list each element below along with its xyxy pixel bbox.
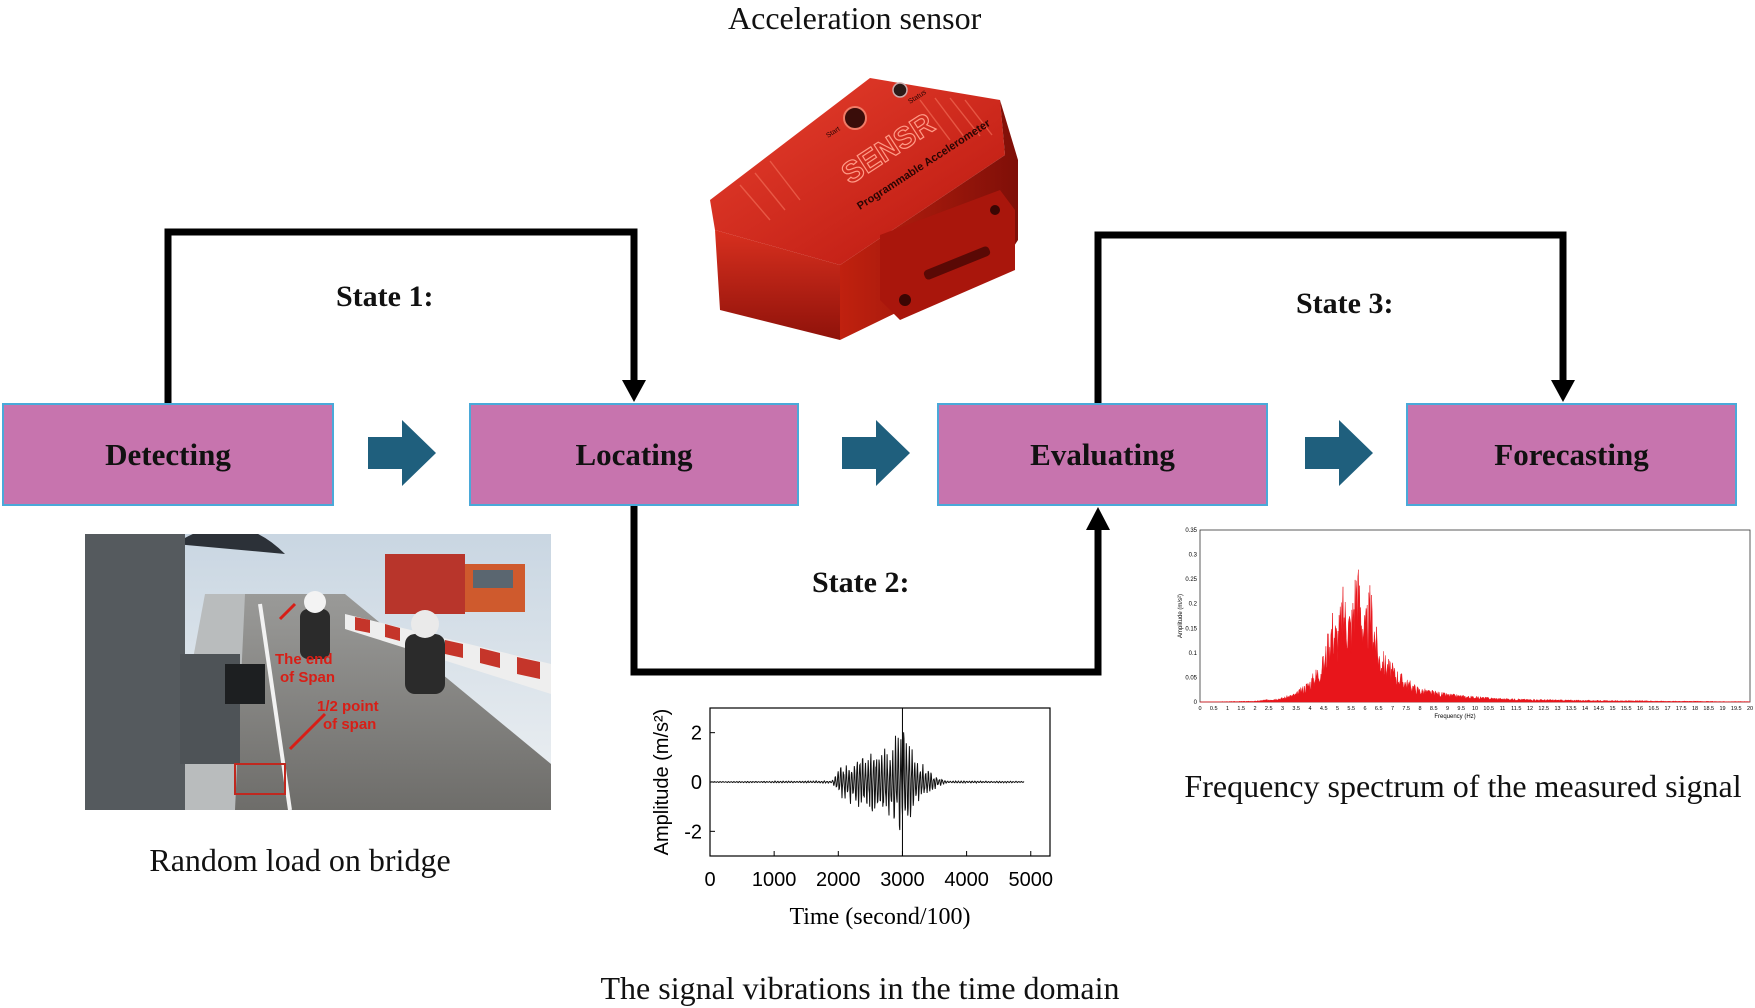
spectrum-x-tick-label: 20 <box>1747 706 1753 712</box>
state-1-label: State 1: <box>336 280 434 313</box>
spectrum-x-tick-label: 4 <box>1308 706 1311 712</box>
x-tick-label: 4000 <box>944 869 989 891</box>
spectrum-x-tick-label: 6 <box>1363 706 1366 712</box>
state-2-arrowhead <box>1086 507 1110 530</box>
state-1-connector <box>164 228 638 403</box>
spectrum-x-tick-label: 19 <box>1719 706 1725 712</box>
stage-evaluating: Evaluating <box>937 403 1268 506</box>
spectrum-area <box>1200 569 1751 703</box>
stage-forecasting: Forecasting <box>1406 403 1737 506</box>
spectrum-y-tick-label: 0.05 <box>1185 675 1197 681</box>
spectrum-x-tick-label: 10.5 <box>1483 706 1494 712</box>
step-arrow-2-icon <box>842 420 910 486</box>
spectrum-y-axis-label: Amplitude (m/s²) <box>1178 594 1184 638</box>
spectrum-x-tick-label: 3.5 <box>1292 706 1300 712</box>
stage-locating: Locating <box>469 403 799 506</box>
spectrum-x-tick-label: 18 <box>1692 706 1698 712</box>
state-3-arrowhead <box>1551 380 1575 402</box>
state-1-arrowhead <box>622 380 646 402</box>
spectrum-caption: Frequency spectrum of the measured signa… <box>1184 768 1742 804</box>
spectrum-x-tick-label: 17 <box>1664 706 1670 712</box>
x-tick-label: 2000 <box>816 869 861 891</box>
spectrum-y-tick-label: 0 <box>1194 700 1198 706</box>
spectrum-x-tick-label: 16.5 <box>1648 706 1659 712</box>
spectrum-y-tick-label: 0.35 <box>1185 528 1197 534</box>
spectrum-y-tick-label: 0.15 <box>1185 626 1197 632</box>
spectrum-x-tick-label: 12 <box>1527 706 1533 712</box>
spectrum-y-tick-label: 0.1 <box>1189 651 1198 657</box>
spectrum-x-tick-label: 16 <box>1637 706 1643 712</box>
spectrum-x-tick-label: 18.5 <box>1703 706 1714 712</box>
spectrum-x-tick-label: 14.5 <box>1593 706 1604 712</box>
y-tick-label: 2 <box>691 723 702 745</box>
x-tick-label: 3000 <box>880 869 925 891</box>
spectrum-x-tick-label: 12.5 <box>1538 706 1549 712</box>
x-tick-label: 0 <box>704 869 715 891</box>
spectrum-frame <box>1199 529 1751 703</box>
spectrum-x-tick-label: 4.5 <box>1320 706 1328 712</box>
spectrum-x-tick-label: 15.5 <box>1621 706 1632 712</box>
spectrum-x-tick-label: 19.5 <box>1731 706 1742 712</box>
spectrum-x-tick-label: 1 <box>1226 706 1229 712</box>
step-arrow-3-icon <box>1305 420 1373 486</box>
acceleration-sensor-image: SENSR Programmable Accelerometer Start S… <box>710 78 1018 340</box>
spectrum-x-tick-label: 8.5 <box>1430 706 1438 712</box>
state-3-connector <box>1094 231 1567 403</box>
spectrum-x-tick-label: 0 <box>1198 706 1201 712</box>
x-tick-label: 1000 <box>752 869 797 891</box>
spectrum-x-axis-label: Frequency (Hz) <box>1434 714 1475 720</box>
spectrum-x-tick-label: 9.5 <box>1457 706 1465 712</box>
spectrum-y-tick-label: 0.25 <box>1185 577 1197 583</box>
spectrum-x-tick-label: 14 <box>1582 706 1588 712</box>
stage-detecting: Detecting <box>2 403 334 506</box>
random-load-caption: Random load on bridge <box>149 842 451 878</box>
spectrum-x-tick-label: 5.5 <box>1347 706 1355 712</box>
y-tick-label: -2 <box>684 821 702 843</box>
spectrum-x-tick-label: 7.5 <box>1402 706 1410 712</box>
x-axis-label: Time (second/100) <box>789 904 970 930</box>
spectrum-x-tick-label: 15 <box>1609 706 1615 712</box>
y-tick-label: 0 <box>691 772 702 794</box>
spectrum-x-tick-label: 8 <box>1418 706 1421 712</box>
state-2-label: State 2: <box>812 566 910 599</box>
spectrum-x-tick-label: 5 <box>1336 706 1339 712</box>
spectrum-x-tick-label: 0.5 <box>1210 706 1218 712</box>
vibration-signal-line <box>709 732 1025 831</box>
spectrum-x-tick-label: 11.5 <box>1511 706 1521 712</box>
spectrum-x-tick-label: 2 <box>1253 706 1256 712</box>
time-domain-caption: The signal vibrations in the time domain <box>600 970 1120 1006</box>
spectrum-x-tick-label: 10 <box>1472 706 1478 712</box>
spectrum-x-tick-label: 3 <box>1281 706 1284 712</box>
state-3-label: State 3: <box>1296 287 1394 320</box>
spectrum-x-tick-label: 9 <box>1446 706 1449 712</box>
spectrum-x-tick-label: 11 <box>1500 706 1506 712</box>
sensor-caption: Acceleration sensor <box>728 0 982 36</box>
state-2-connector <box>630 506 1102 676</box>
spectrum-y-tick-label: 0.3 <box>1189 553 1198 559</box>
spectrum-x-tick-label: 17.5 <box>1676 706 1687 712</box>
spectrum-x-tick-label: 7 <box>1391 706 1394 712</box>
spectrum-y-tick-label: 0.2 <box>1189 602 1198 608</box>
spectrum-x-tick-label: 1.5 <box>1237 706 1245 712</box>
x-tick-label: 5000 <box>1009 869 1054 891</box>
y-axis-label: Amplitude (m/s²) <box>651 709 673 856</box>
spectrum-x-tick-label: 6.5 <box>1375 706 1383 712</box>
spectrum-x-tick-label: 13.5 <box>1566 706 1577 712</box>
spectrum-x-tick-label: 13 <box>1554 706 1560 712</box>
spectrum-x-tick-label: 2.5 <box>1265 706 1273 712</box>
step-arrow-1-icon <box>368 420 436 486</box>
